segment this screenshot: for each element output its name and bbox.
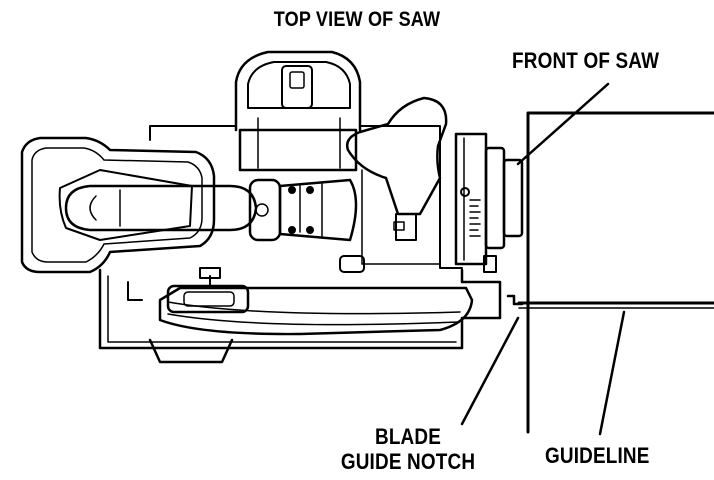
front-of-saw-label: FRONT OF SAW [512,48,660,73]
motor-housing [149,50,441,172]
blade-guide-notch-label: BLADE GUIDE NOTCH [339,424,477,474]
front-knob-handle [346,96,448,241]
blade-guard [127,267,474,336]
bevel-adjustment [361,132,524,273]
diagram-title: TOP VIEW OF SAW [273,8,441,31]
front-of-saw-leader [516,82,610,166]
guideline-leader [598,310,626,436]
blade-guide-notch-label-line2: GUIDE NOTCH [340,449,476,474]
blade-guide-notch-label-line1: BLADE [374,424,442,449]
workpiece [517,111,714,434]
blade-guide-notch [499,285,524,319]
blade-guide-notch-leader [460,316,520,426]
leader-lines [460,82,626,436]
rear-handle [20,136,216,274]
saw-base-plate [98,268,502,364]
main-handle [64,178,365,273]
bevel-scale [469,199,481,237]
guideline-label: GUIDELINE [545,443,650,468]
